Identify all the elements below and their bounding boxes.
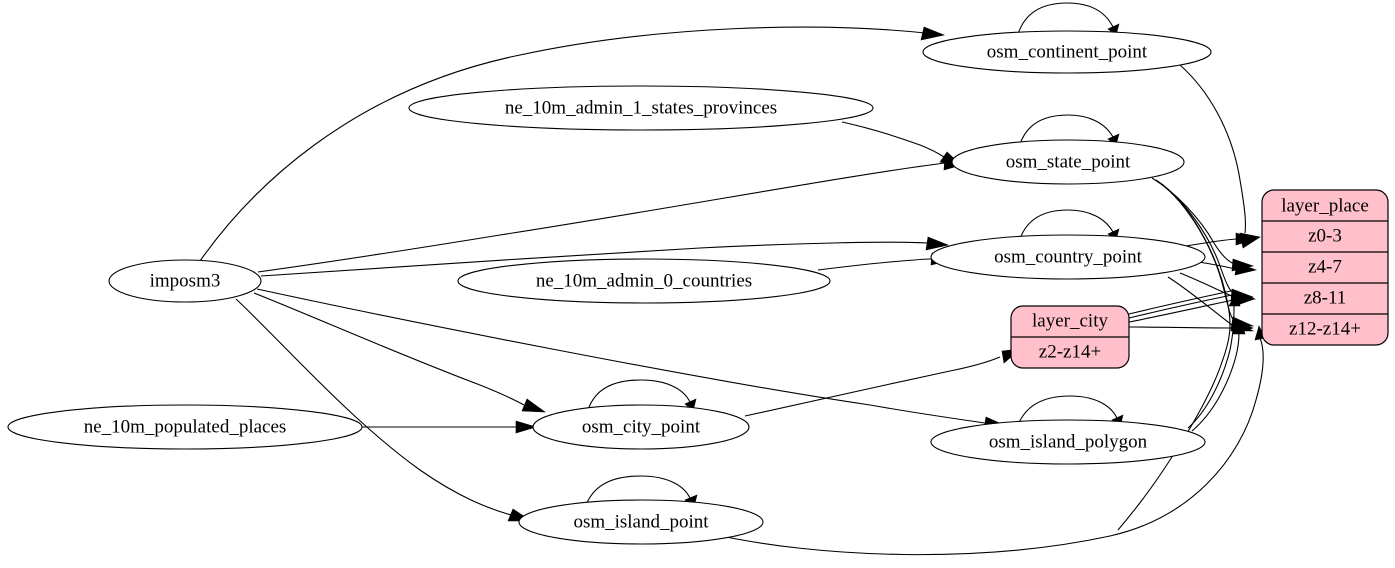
edge-osm_island_polygon-to-layer_place-z12_z14: [1191, 320, 1246, 432]
node-layer: imposm3 ne_10m_admin_1_states_provinces …: [7, 30, 1212, 545]
edge-imposm3-to-osm_state_point: [257, 156, 966, 273]
edge-imposm3-to-osm_city_point: [253, 292, 546, 413]
edge-imposm3-to-osm_continent_point: [199, 26, 946, 262]
layer_place-body: [1261, 189, 1389, 346]
node-osm_island_point[interactable]: osm_island_point: [518, 499, 764, 545]
edge-states_provinces-to-osm_state_point: [841, 121, 964, 168]
self-loop-osm_continent_point: [1017, 2, 1120, 36]
node-osm_continent_point[interactable]: osm_continent_point: [922, 30, 1212, 74]
node-imposm3[interactable]: imposm3: [108, 259, 262, 303]
node-ne_10m_admin_1_states_provinces[interactable]: ne_10m_admin_1_states_provinces: [408, 85, 874, 131]
node-ne_10m_populated_places[interactable]: ne_10m_populated_places: [7, 404, 363, 450]
edge-osm_state_point-to-layer_place-extra: [1117, 183, 1231, 531]
edge-imposm3-to-osm_country_point: [260, 236, 950, 277]
node-osm_city_point[interactable]: osm_city_point: [532, 404, 750, 450]
record-node-layer_place[interactable]: layer_place z0-3 z4-7 z8-11 z12-z14+: [1261, 189, 1389, 346]
edge-layer_city-to-layer_place-z12_z14: [1128, 321, 1255, 335]
node-ne_10m_admin_0_countries[interactable]: ne_10m_admin_0_countries: [457, 258, 831, 304]
edge-osm_island_polygon-to-layer_place-z8_11: [1187, 292, 1241, 429]
edge-osm_continent_point-to-layer_place-z0_3: [1179, 64, 1261, 249]
record-node-layer_city[interactable]: layer_city z2-z14+: [1010, 305, 1130, 369]
edge-layer: [199, 2, 1266, 556]
edge-layer_city-to-layer_place-alt: [1128, 290, 1233, 319]
node-osm_state_point[interactable]: osm_state_point: [951, 139, 1185, 185]
edge-osm_city_point-to-layer_city-z2_z14: [744, 348, 1021, 417]
node-osm_island_polygon[interactable]: osm_island_polygon: [930, 419, 1206, 465]
edge-osm_country_point-to-layer_place-z0_3: [1185, 232, 1258, 247]
edge-populated_places-to-osm_city_point: [362, 420, 538, 434]
node-osm_country_point[interactable]: osm_country_point: [930, 234, 1206, 280]
